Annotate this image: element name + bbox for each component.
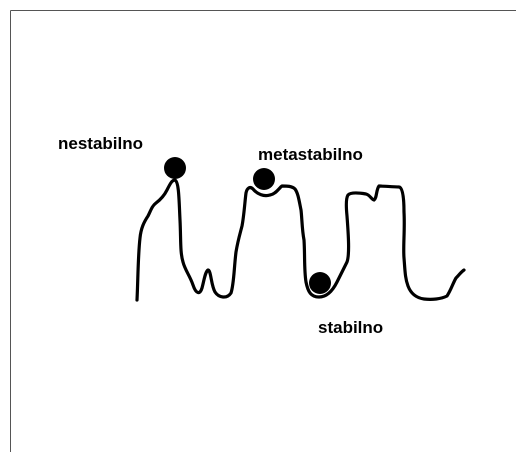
- unstable-label: nestabilno: [58, 134, 143, 153]
- stable-label: stabilno: [318, 318, 383, 337]
- energy-landscape-curve: [137, 180, 464, 300]
- metastable-label: metastabilno: [258, 145, 363, 164]
- frame: [11, 11, 516, 452]
- unstable-ball: [164, 157, 186, 179]
- stable-ball: [309, 272, 331, 294]
- metastable-ball: [253, 168, 275, 190]
